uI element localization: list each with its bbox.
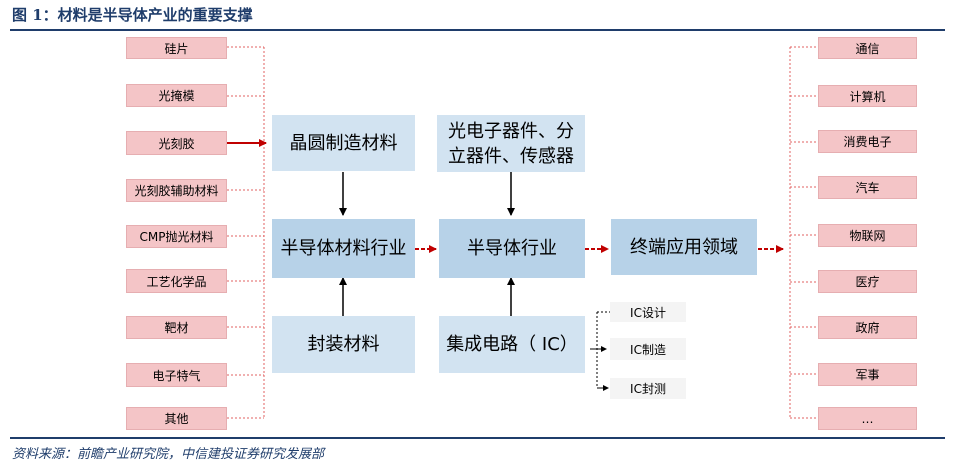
- application-item: 物联网: [818, 224, 917, 247]
- semi-materials-box: 半导体材料行业: [272, 219, 415, 278]
- bottom-rule: [10, 437, 945, 439]
- material-item: 硅片: [126, 37, 227, 59]
- figure-title: 图 1：材料是半导体产业的重要支撑: [12, 6, 253, 24]
- material-item: 光刻胶辅助材料: [126, 179, 227, 202]
- material-item: 靶材: [126, 316, 227, 339]
- ic-design-item: IC设计: [610, 302, 686, 322]
- source-note: 资料来源：前瞻产业研究院，中信建投证券研究发展部: [12, 447, 325, 462]
- material-item: 工艺化学品: [126, 269, 227, 293]
- right-bracket: [789, 46, 818, 419]
- application-item: …: [818, 407, 917, 430]
- material-item: 光掩模: [126, 84, 227, 107]
- top-rule: [10, 29, 945, 31]
- material-item: 电子特气: [126, 363, 227, 387]
- wafer-materials-box: 晶圆制造材料: [272, 115, 415, 171]
- application-item: 政府: [818, 316, 917, 339]
- application-item: 军事: [818, 363, 917, 386]
- material-item: 光刻胶: [126, 131, 227, 155]
- ic-manufacturing-item: IC制造: [610, 338, 686, 360]
- left-bracket: [227, 46, 265, 419]
- application-item: 汽车: [818, 176, 917, 199]
- application-item: 医疗: [818, 270, 917, 293]
- end-applications-box: 终端应用领域: [611, 219, 757, 275]
- material-item: CMP抛光材料: [126, 225, 227, 248]
- semi-industry-box: 半导体行业: [439, 219, 585, 278]
- material-item: 其他: [126, 407, 227, 430]
- ic-box: 集成电路（ IC）: [439, 316, 585, 373]
- packaging-materials-box: 封装材料: [272, 316, 415, 373]
- application-item: 计算机: [818, 85, 917, 107]
- optoelectronics-box: 光电子器件、分立器件、传感器: [437, 115, 585, 172]
- application-item: 通信: [818, 37, 917, 59]
- ic-packaging-test-item: IC封测: [610, 378, 686, 399]
- application-item: 消费电子: [818, 130, 917, 153]
- ic-bracket: [596, 311, 610, 389]
